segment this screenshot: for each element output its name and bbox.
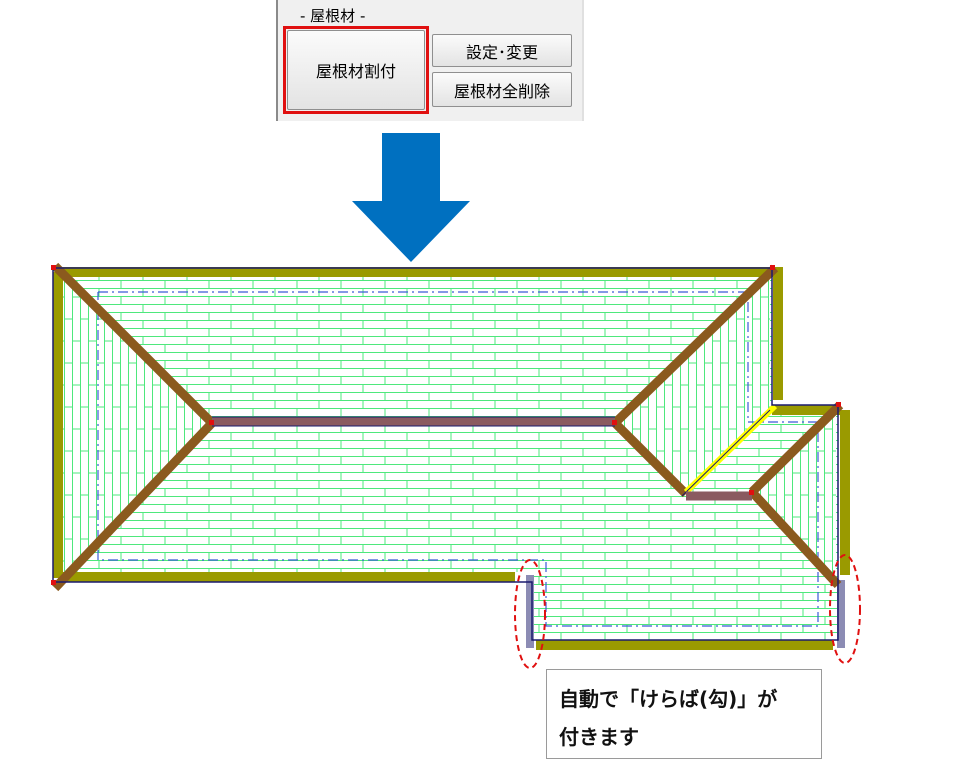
roof-field-wing-hip bbox=[752, 410, 836, 580]
hip-wing-bottom bbox=[748, 488, 842, 589]
callout-box: 自動で「けらば(勾)」が 付きます bbox=[546, 669, 822, 759]
down-arrow-icon bbox=[352, 133, 470, 262]
valley-highlight bbox=[683, 403, 778, 495]
delete-all-roofing-button[interactable]: 屋根材全削除 bbox=[432, 72, 572, 107]
group-label: - 屋根材 - bbox=[300, 7, 366, 25]
valley bbox=[611, 419, 690, 498]
fascia-top bbox=[57, 267, 783, 400]
vertex-markers bbox=[51, 265, 841, 585]
verge-callout-ellipse-right bbox=[829, 554, 861, 664]
hip-top-left bbox=[51, 262, 216, 427]
callout-line-2: 付きます bbox=[559, 725, 639, 749]
assign-roofing-button[interactable]: 屋根材割付 bbox=[287, 30, 425, 110]
settings-change-button[interactable]: 設定･変更 bbox=[432, 34, 572, 67]
hip-bottom-left bbox=[51, 419, 216, 592]
callout-line-1: 自動で「けらば(勾)」が bbox=[559, 687, 778, 711]
roof-outline bbox=[52, 267, 839, 641]
hip-wing-top bbox=[748, 401, 844, 496]
hip-top-right bbox=[611, 264, 779, 427]
eave-dashed-line bbox=[97, 291, 819, 627]
roof-field-left-hip bbox=[58, 270, 212, 578]
verge-callout-ellipse-left bbox=[514, 559, 546, 669]
roofing-material-panel: - 屋根材 - 屋根材割付 設定･変更 屋根材全削除 bbox=[276, 0, 584, 121]
assign-button-highlight bbox=[283, 26, 429, 114]
roof-field-right-hip bbox=[615, 273, 770, 493]
roof-field bbox=[53, 268, 838, 640]
